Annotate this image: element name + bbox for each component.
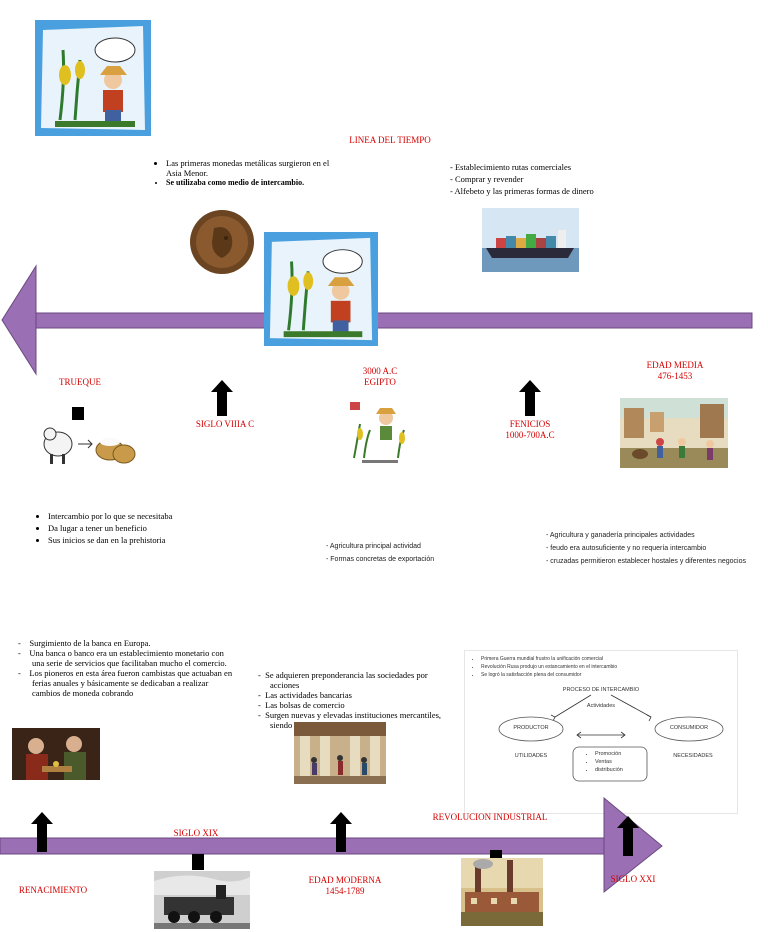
trueque-bullet: Da lugar a tener un beneficio (48, 523, 254, 533)
up-arrow-siglo-xxi (617, 816, 639, 856)
timeline-title: LINEA DEL TIEMPO (330, 135, 450, 146)
up-arrow-edad-moderna (330, 812, 352, 852)
edad-moderna-line: - Las bolsas de comercio (270, 700, 446, 710)
productor-node: PRODUCTOR (499, 725, 563, 731)
egipto-line: - Agricultura principal actividad (326, 541, 506, 552)
trueque-description: Intercambio por lo que se necesitaba Da … (34, 511, 254, 545)
industrial-factory-image (461, 858, 543, 926)
edad-media-description: - Agricultura y ganadería principales ac… (546, 530, 746, 567)
up-arrow-renacimiento (31, 812, 53, 852)
consumidor-node: CONSUMIDOR (655, 725, 723, 731)
trueque-bullet: Sus inicios se dan en la prehistoria (48, 535, 254, 545)
label-revolucion-industrial: REVOLUCION INDUSTRIAL (420, 812, 560, 823)
label-siglo-viii: SIGLO VIIIA C (180, 419, 270, 430)
label-siglo-xix: SIGLO XIX (156, 828, 236, 839)
process-item: distribución (595, 766, 647, 774)
label-trueque: TRUEQUE (40, 377, 120, 388)
label-edad-media: EDAD MEDIA 476-1453 (630, 360, 720, 382)
renacimiento-description: - Surgimiento de la banca en Europa. - U… (18, 638, 236, 698)
commerce-line: - Alfebeto y las primeras formas de dine… (450, 186, 650, 196)
egipto-line: - Formas concretas de exportación (326, 554, 506, 565)
renacimiento-line: - Los pioneros en esta área fueron cambi… (18, 668, 236, 698)
farmer-cartoon-image (35, 20, 151, 136)
process-item: Promoción (595, 750, 647, 758)
center-farmer-image (264, 232, 378, 346)
renaissance-banker-image (12, 728, 100, 780)
medieval-market-image (620, 398, 728, 468)
marker-square (490, 850, 502, 858)
coins-bullet: Se utilizaba como medio de intercambio. (166, 178, 342, 188)
coins-description: Las primeras monedas metálicas surgieron… (152, 158, 342, 188)
label-renacimiento: RENACIMIENTO (8, 885, 98, 896)
process-items: Promoción Ventas distribución (583, 750, 647, 774)
barter-image (40, 420, 136, 466)
renacimiento-line: - Surgimiento de la banca en Europa. (18, 638, 236, 648)
renacimiento-line: - Una banca o banco era un establecimien… (18, 648, 236, 668)
commerce-line: - Comprar y revender (450, 174, 650, 184)
label-fenicios: FENICIOS 1000-700A.C (490, 419, 570, 441)
edad-media-line: - feudo era autosuficiente y no requería… (546, 543, 746, 554)
utilidades-label: UTILIDADES (499, 753, 563, 759)
exchange-arrows (465, 651, 737, 813)
marker-square (72, 407, 84, 420)
coins-bullet: Las primeras monedas metálicas surgieron… (166, 158, 342, 178)
egypt-farmer-image (348, 400, 412, 466)
up-arrow-siglo-viii (211, 380, 233, 416)
edad-moderna-line: - Las actividades bancarias (270, 690, 446, 700)
marker-square (192, 854, 204, 870)
up-arrow-fenicios (519, 380, 541, 416)
edad-media-line: - Agricultura y ganadería principales ac… (546, 530, 746, 541)
steam-train-image (154, 871, 250, 929)
siglo-xxi-panel: Primera Guerra mundial frustro la unific… (464, 650, 738, 814)
label-egipto: 3000 A.C EGIPTO (340, 366, 420, 388)
necesidades-label: NECESIDADES (661, 753, 725, 759)
edad-moderna-line: - Se adquieren preponderancia las socied… (270, 670, 446, 690)
commerce-line: - Establecimiento rutas comerciales (450, 162, 650, 172)
edad-media-line: - cruzadas permitieron establecer hostal… (546, 556, 746, 567)
egipto-description: - Agricultura principal actividad - Form… (326, 541, 506, 565)
modern-age-image (294, 722, 386, 784)
label-siglo-xxi: SIGLO XXI (598, 874, 668, 885)
process-item: Ventas (595, 758, 647, 766)
trueque-bullet: Intercambio por lo que se necesitaba (48, 511, 254, 521)
label-edad-moderna: EDAD MODERNA 1454-1789 (300, 875, 390, 897)
commerce-description: - Establecimiento rutas comerciales - Co… (450, 162, 650, 196)
